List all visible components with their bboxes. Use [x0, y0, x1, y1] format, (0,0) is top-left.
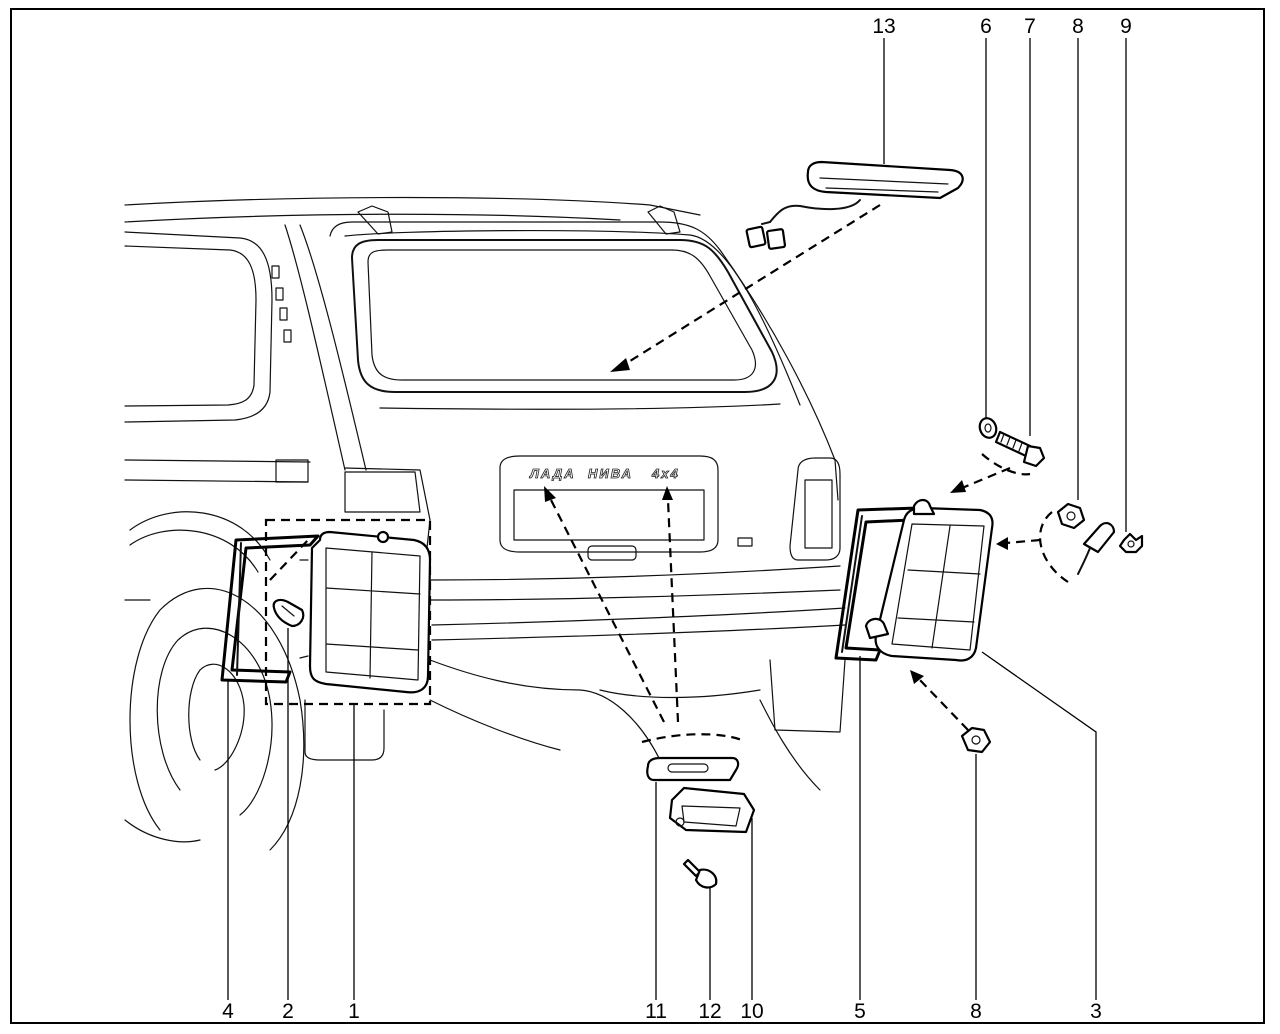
leader-lines	[227, 38, 1127, 1000]
part-4-left-gasket	[220, 534, 320, 684]
callout-2: 2	[282, 1000, 294, 1023]
part-8-nut-lower	[960, 726, 992, 754]
part-1-left-tail-lamp	[264, 518, 432, 706]
callout-8-top: 8	[1072, 15, 1084, 38]
callout-12: 12	[698, 1000, 721, 1023]
callout-9: 9	[1120, 15, 1132, 38]
callout-numbers: 13 6 7 8 9 4 2 1 11 12 10 5 8 3	[222, 15, 1132, 1023]
part-6-washer	[978, 417, 998, 439]
callout-13: 13	[872, 15, 895, 38]
callout-11: 11	[645, 1000, 667, 1023]
badge-word-3: 4x4	[651, 466, 680, 481]
part-3-right-tail-lamp	[864, 498, 994, 662]
badge-word-2: НИВА	[588, 466, 633, 481]
callout-1: 1	[348, 1000, 360, 1023]
callout-8-bottom: 8	[970, 1000, 982, 1023]
part-9-lock-washer	[1118, 532, 1144, 554]
callout-10: 10	[740, 1000, 763, 1023]
badge-word-1: ЛАДА	[529, 466, 576, 481]
callout-4: 4	[222, 1000, 234, 1023]
callout-5: 5	[854, 1000, 866, 1023]
part-12-screw	[682, 858, 718, 889]
part-8-nut-upper	[1056, 502, 1086, 530]
callout-7: 7	[1024, 15, 1036, 38]
ground-terminal	[1077, 522, 1116, 575]
figure-border	[10, 8, 1265, 1024]
part-2-bulb	[272, 598, 305, 628]
callout-3: 3	[1090, 1000, 1102, 1023]
part-10-plate-lamp	[668, 786, 756, 834]
part-13-high-stop-lamp	[745, 160, 964, 250]
assembly-arrows	[269, 204, 1069, 744]
callout-6: 6	[980, 15, 992, 38]
part-11-plate-lamp-gasket	[646, 756, 740, 782]
rear-badge: ЛАДА НИВА 4x4	[529, 466, 680, 482]
part-7-bolt	[994, 430, 1046, 468]
